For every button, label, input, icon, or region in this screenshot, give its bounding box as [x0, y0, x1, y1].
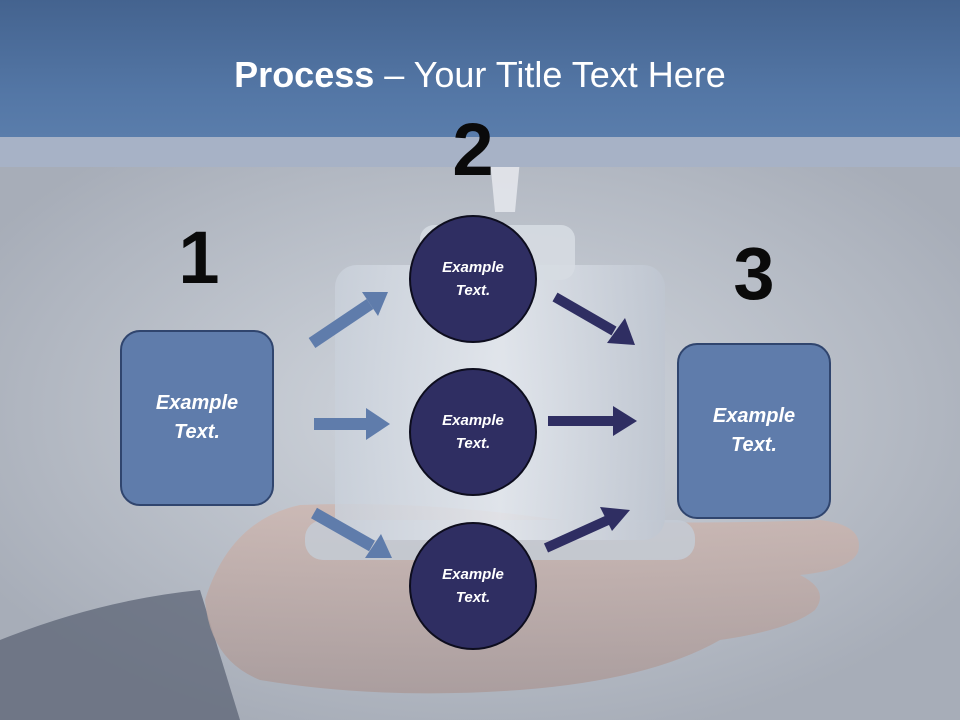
- circle-top-text: Example Text.: [442, 259, 504, 299]
- right-box-text: Example Text.: [712, 405, 796, 456]
- step-number-3: 3: [733, 232, 775, 315]
- left-box-text: Example Text.: [155, 392, 239, 443]
- title-bar: [0, 0, 960, 137]
- process-circle-bottom[interactable]: Example Text.: [409, 522, 537, 650]
- process-circle-middle[interactable]: Example Text.: [409, 368, 537, 496]
- process-circle-top[interactable]: Example Text.: [409, 215, 537, 343]
- step-number-1: 1: [178, 216, 220, 299]
- step-number-2: 2: [452, 108, 494, 191]
- title-underline-strip: [0, 137, 960, 167]
- slide-title[interactable]: Process – Your Title Text Here: [0, 54, 960, 96]
- slide-title-bold: Process: [234, 54, 375, 95]
- left-input-box[interactable]: Example Text.: [120, 330, 274, 506]
- circle-bottom-text: Example Text.: [442, 566, 504, 606]
- circle-middle-text: Example Text.: [442, 412, 504, 452]
- right-output-box[interactable]: Example Text.: [677, 343, 831, 519]
- slide-title-rest: – Your Title Text Here: [374, 54, 726, 95]
